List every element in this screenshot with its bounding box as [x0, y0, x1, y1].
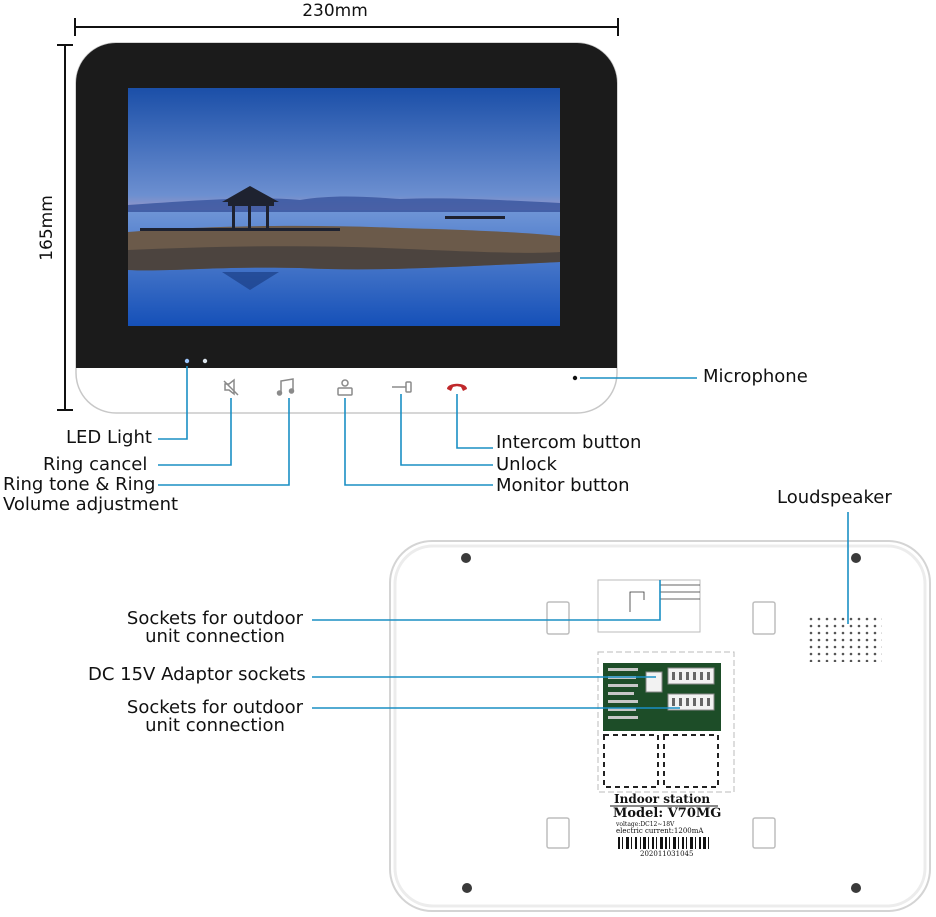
- sockets-outdoor-label-1a: Sockets for outdoor: [126, 608, 304, 629]
- music-note-icon[interactable]: [276, 378, 295, 396]
- ring-cancel-icon[interactable]: [223, 378, 239, 396]
- dc-adaptor-label: DC 15V Adaptor sockets: [88, 664, 306, 685]
- loudspeaker-grille: [808, 614, 882, 662]
- width-label: 230mm: [302, 1, 368, 21]
- ring-cancel-label: Ring cancel: [43, 454, 148, 475]
- ring-tone-label: Ring tone & Ring: [3, 474, 156, 495]
- sticker-serial: 202011031045: [640, 850, 694, 858]
- sockets-outdoor-label-2b: unit connection: [145, 715, 285, 736]
- back-leader-lines: [312, 512, 849, 709]
- sticker-model: Model: V70MG: [613, 806, 722, 821]
- height-label: 165mm: [37, 195, 57, 261]
- height-dimension: [57, 44, 73, 411]
- key-icon[interactable]: [392, 381, 412, 393]
- sticker-current: electric current:1200mA: [616, 827, 704, 835]
- sticker-title: Indoor station: [614, 792, 711, 806]
- back-panel: [389, 540, 931, 912]
- phone-icon[interactable]: [447, 383, 467, 391]
- barcode: [618, 837, 709, 849]
- intercom-button-label: Intercom button: [496, 432, 642, 453]
- front-monitor: [75, 42, 618, 414]
- microphone-label: Microphone: [703, 366, 808, 387]
- sticker-voltage: voltage:DC12~18V: [616, 821, 675, 828]
- unlock-label: Unlock: [496, 454, 557, 475]
- width-dimension: [74, 18, 619, 36]
- sockets-outdoor-label-2a: Sockets for outdoor: [126, 697, 304, 718]
- screen-image: [128, 88, 560, 326]
- monitor-button-label: Monitor button: [496, 475, 630, 496]
- volume-adjustment-label: Volume adjustment: [3, 494, 179, 515]
- front-leader-lines: [158, 366, 697, 486]
- monitor-icon[interactable]: [337, 379, 353, 396]
- loudspeaker-label: Loudspeaker: [777, 487, 892, 508]
- sockets-outdoor-label-1b: unit connection: [145, 626, 285, 647]
- led-light-label: LED Light: [66, 427, 152, 448]
